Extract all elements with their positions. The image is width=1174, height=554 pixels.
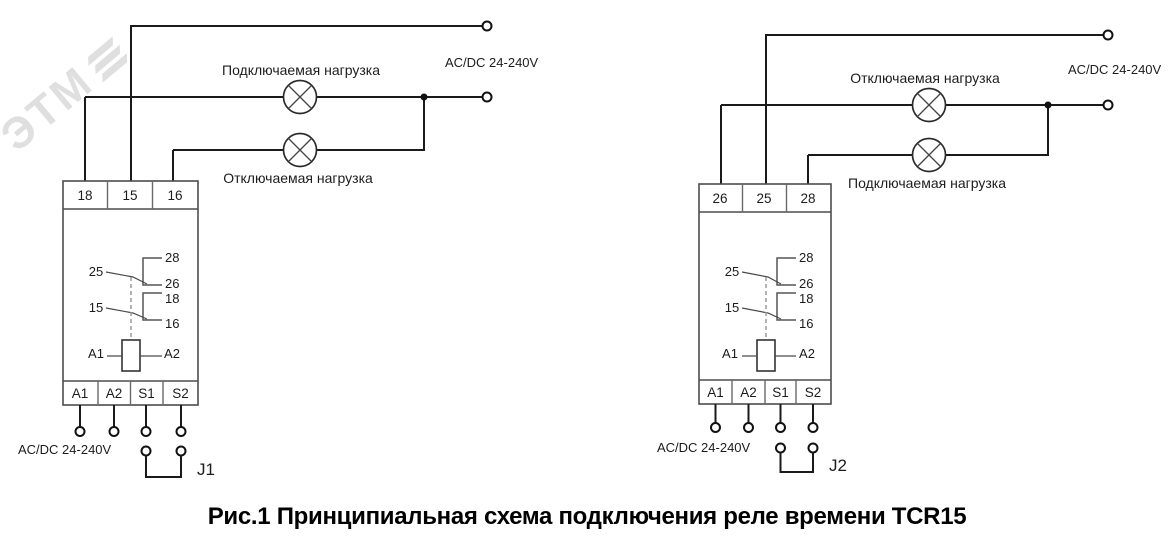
top-terminal-label: 16 bbox=[167, 188, 182, 203]
lamp-top-icon bbox=[911, 87, 947, 123]
wiring-right bbox=[720, 29, 1114, 184]
jumper-terminal-icon bbox=[140, 445, 152, 457]
contact-bracket bbox=[776, 257, 796, 286]
contact-arm bbox=[105, 271, 148, 285]
lamp-bottom-icon bbox=[282, 132, 318, 168]
lamp-bottom-icon bbox=[911, 137, 947, 173]
bottom-terminal-label: S1 bbox=[772, 385, 789, 400]
contact-common-label: 15 bbox=[725, 300, 739, 315]
relay-coil bbox=[756, 339, 776, 372]
supply-bottom-label: AC/DC 24-240V bbox=[657, 440, 751, 455]
jumper-label: J1 bbox=[197, 460, 215, 479]
contact-arm bbox=[741, 307, 782, 320]
jumper-wire bbox=[145, 455, 182, 478]
junction-dot bbox=[1044, 101, 1052, 109]
wire bbox=[945, 105, 1049, 156]
top-terminal-label: 18 bbox=[77, 188, 92, 203]
load-bottom-label: Отключаемая нагрузка bbox=[223, 170, 373, 186]
contact-diagram-left: 25 28 26 15 18 16 A1 A2 bbox=[88, 250, 180, 372]
diagram-left: Подключаемая нагрузка Отключаемая нагруз… bbox=[18, 20, 539, 479]
supply-terminal-icon bbox=[481, 91, 493, 103]
supply-bottom-label: AC/DC 24-240V bbox=[18, 442, 112, 457]
supply-terminal-icon bbox=[1102, 29, 1114, 41]
bottom-terminal-label: A2 bbox=[740, 385, 757, 400]
wire bbox=[720, 104, 913, 184]
lamp-top-icon bbox=[282, 79, 318, 115]
bottom-terminal-label: A2 bbox=[106, 386, 123, 401]
contact-bracket bbox=[776, 292, 796, 321]
contact-no-label: 28 bbox=[799, 250, 813, 265]
jumper-label: J2 bbox=[829, 456, 847, 475]
wire bbox=[807, 154, 913, 184]
wire bbox=[714, 404, 814, 423]
top-terminal-label: 25 bbox=[756, 191, 771, 206]
contact-common-label: 25 bbox=[89, 264, 103, 279]
bottom-terminal-label: A1 bbox=[707, 385, 724, 400]
top-terminal-label: 28 bbox=[800, 191, 815, 206]
pin-terminal-icon bbox=[108, 426, 120, 437]
contact-diagram-right: 25 28 26 15 18 16 A1 A2 bbox=[722, 250, 815, 372]
contact-bracket bbox=[142, 292, 162, 321]
load-top-label: Подключаемая нагрузка bbox=[222, 62, 380, 78]
jumper-terminal-icon bbox=[175, 445, 187, 457]
supply-top-label: AC/DC 24-240V bbox=[445, 55, 539, 70]
contact-common-label: 15 bbox=[89, 300, 103, 315]
jumper-terminal-icon bbox=[775, 442, 786, 454]
bottom-connections-right: J2 AC/DC 24-240V bbox=[657, 404, 847, 475]
pin-terminal-icon bbox=[74, 426, 86, 437]
contact-arm bbox=[741, 271, 782, 285]
supply-terminal-icon bbox=[481, 20, 493, 32]
contact-no-label: 28 bbox=[165, 250, 179, 265]
supply-top-label: AC/DC 24-240V bbox=[1068, 62, 1162, 77]
pin-terminal-icon bbox=[807, 422, 819, 433]
terminal-dividers bbox=[97, 181, 164, 405]
contact-nc-label: 26 bbox=[799, 276, 813, 291]
wire bbox=[130, 25, 482, 181]
supply-terminal-icon bbox=[1102, 99, 1114, 111]
contact-no-label: 18 bbox=[165, 291, 179, 306]
junction-dot bbox=[420, 93, 428, 101]
contact-nc-label: 16 bbox=[165, 316, 179, 331]
relay-body-left: 18 15 16 A1 A2 S1 S2 25 28 bbox=[62, 180, 199, 406]
pin-terminal-icon bbox=[140, 426, 152, 437]
wire bbox=[316, 97, 425, 151]
coil-a1-label: A1 bbox=[88, 346, 104, 361]
pin-terminal-icon bbox=[743, 422, 754, 433]
load-bottom-label: Подключаемая нагрузка bbox=[848, 175, 1006, 191]
wire bbox=[79, 405, 182, 427]
coil-a2-label: A2 bbox=[799, 346, 815, 361]
contact-common-label: 25 bbox=[725, 264, 739, 279]
contact-nc-label: 16 bbox=[799, 316, 813, 331]
top-terminal-label: 15 bbox=[122, 188, 137, 203]
jumper-wire bbox=[779, 452, 814, 473]
bottom-terminal-label: S2 bbox=[172, 386, 189, 401]
relay-body-right: 26 25 28 A1 A2 S1 S2 25 28 bbox=[698, 183, 832, 405]
wire bbox=[84, 96, 284, 181]
contact-bracket bbox=[142, 257, 162, 286]
relay-coil bbox=[121, 339, 141, 372]
wiring-left bbox=[84, 20, 493, 181]
contact-nc-label: 26 bbox=[165, 276, 179, 291]
pin-terminal-icon bbox=[175, 426, 187, 437]
terminal-dividers bbox=[731, 184, 797, 404]
coil-a2-label: A2 bbox=[164, 346, 180, 361]
bottom-terminal-label: A1 bbox=[72, 386, 89, 401]
figure-caption: Рис.1 Принципиальная схема подключения р… bbox=[207, 503, 967, 530]
top-terminal-label: 26 bbox=[712, 191, 727, 206]
diagram-right: Отключаемая нагрузка Подключаемая нагруз… bbox=[657, 29, 1162, 475]
contact-no-label: 18 bbox=[799, 291, 813, 306]
wire bbox=[172, 149, 284, 181]
wire bbox=[765, 34, 1103, 184]
contact-arm bbox=[105, 307, 148, 320]
coil-a1-label: A1 bbox=[722, 346, 738, 361]
pin-terminal-icon bbox=[775, 422, 786, 433]
load-top-label: Отключаемая нагрузка bbox=[850, 70, 1000, 86]
bottom-terminal-label: S1 bbox=[138, 386, 155, 401]
jumper-terminal-icon bbox=[807, 442, 819, 454]
bottom-connections-left: J1 AC/DC 24-240V bbox=[18, 405, 215, 479]
bottom-terminal-label: S2 bbox=[805, 385, 822, 400]
pin-terminal-icon bbox=[710, 422, 721, 433]
